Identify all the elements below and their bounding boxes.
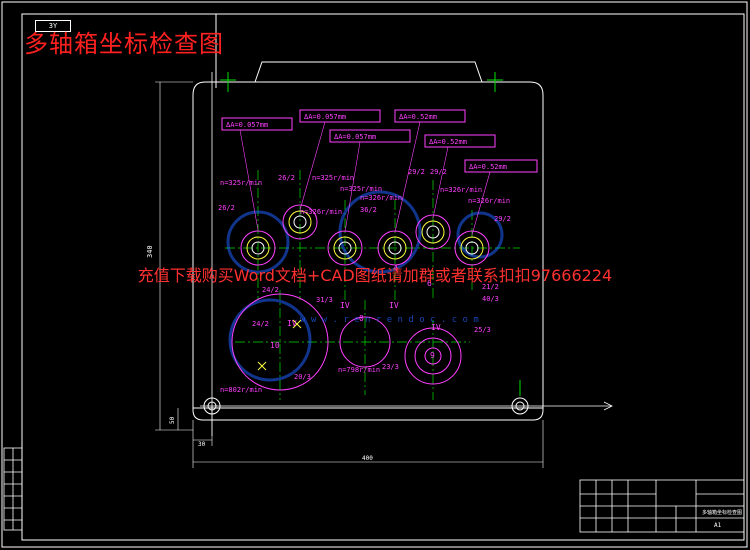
download-watermark: 充值下载购买Word文档+CAD图纸请加群或者联系扣扣97666224: [137, 266, 613, 285]
gear-circles: [231, 293, 462, 391]
axis-number: 0: [359, 314, 364, 323]
gear-ratio-label: 24/2: [262, 286, 279, 294]
corner-marks: [220, 72, 521, 396]
axis-number: 10: [270, 341, 280, 350]
axis-number: 4: [393, 264, 398, 273]
title-block: [579, 479, 745, 533]
dim-offset-x: 30: [198, 441, 206, 448]
gear-ratio-label: 24/2: [252, 320, 269, 328]
gear-ratio-label: 26/2: [218, 204, 235, 212]
roman-mark: IV: [431, 323, 441, 332]
gear-ratio-label: 26/2: [278, 174, 295, 182]
gear-ratio-label: 23/3: [382, 363, 399, 371]
axis-number: 6: [427, 279, 432, 288]
drawing-title: 多轴箱坐标检查图: [24, 30, 224, 58]
title-block-name: 多轴箱坐标检查图: [702, 509, 742, 516]
spindle: [282, 204, 318, 240]
dim-width: 400: [362, 455, 373, 462]
gear-ratio-label: 31/3: [316, 296, 333, 304]
drawing-tag: 3Y: [35, 20, 71, 32]
spindle: [240, 230, 276, 266]
gear-ratio-label: 40/3: [482, 295, 499, 303]
roman-mark: IV: [287, 319, 297, 328]
roman-mark-labels: IV IV IV IV: [287, 301, 441, 332]
gear-ratio-label: 20/3: [294, 373, 311, 381]
tolerance-label: ΔA=0.057mm: [226, 121, 268, 129]
dim-offset-y: 50: [169, 416, 176, 424]
inner-frame: [21, 13, 745, 541]
tolerance-label: ΔA=0.52mm: [469, 163, 507, 171]
speed-label: n=326r/min: [300, 208, 342, 216]
speed-label: n=798r/min: [338, 366, 380, 374]
site-watermark: w w w . r e n r e n d o c . c o m: [300, 315, 479, 325]
leader-lines: [239, 121, 491, 236]
speed-label: n=326r/min: [440, 186, 482, 194]
x-axis-arrow: [200, 401, 613, 411]
gear-ratio-label: 36/2: [360, 206, 377, 214]
spindle: [454, 230, 490, 266]
spindle: [415, 214, 451, 250]
tolerance-label: ΔA=0.52mm: [399, 113, 437, 121]
tolerance-labels: ΔA=0.057mmΔA=0.057mmΔA=0.057mmΔA=0.52mmΔ…: [226, 113, 507, 171]
gear-ratio-label: 29/2: [494, 215, 511, 223]
mounting-holes: [203, 397, 529, 415]
tolerance-label: ΔA=0.52mm: [429, 138, 467, 146]
gear-ratio-label: 29/2: [408, 168, 425, 176]
speed-label: n=802r/min: [220, 386, 262, 394]
left-stamp-column: [3, 447, 23, 531]
center-lines: [225, 170, 520, 400]
tolerance-label: ΔA=0.057mm: [304, 113, 346, 121]
spindle-layer: [240, 204, 490, 266]
roman-mark: IV: [389, 301, 399, 310]
dimension-lines: [155, 81, 544, 468]
roman-mark: IV: [340, 301, 350, 310]
speed-label: n=326r/min: [468, 197, 510, 205]
axis-number: 9: [430, 351, 435, 360]
tolerance-boxes: [221, 109, 538, 173]
gear-ratio-label: 21/2: [482, 283, 499, 291]
gear-crossmarks: [257, 319, 302, 371]
speed-label: n=325r/min: [340, 185, 382, 193]
dim-height: 340: [146, 245, 154, 258]
gear-ratio-label: 29/2: [430, 168, 447, 176]
gear-ratio-labels: 26/2 26/2 36/2 29/2 29/2 29/2 24/2 24/2 31/3 21/2…: [218, 168, 511, 381]
axis-number-labels: 10 0 6 4 9: [270, 264, 435, 360]
box-outline: [192, 61, 544, 421]
speed-labels: n=325r/minn=325r/minn=325r/minn=326r/min…: [220, 174, 510, 394]
gear-ratio-label: 25/3: [474, 326, 491, 334]
speed-label: n=325r/min: [220, 179, 262, 187]
speed-label: n=326r/min: [360, 194, 402, 202]
tolerance-label: ΔA=0.057mm: [334, 133, 376, 141]
title-block-scale: A1: [714, 522, 722, 529]
speed-label: n=325r/min: [312, 174, 354, 182]
